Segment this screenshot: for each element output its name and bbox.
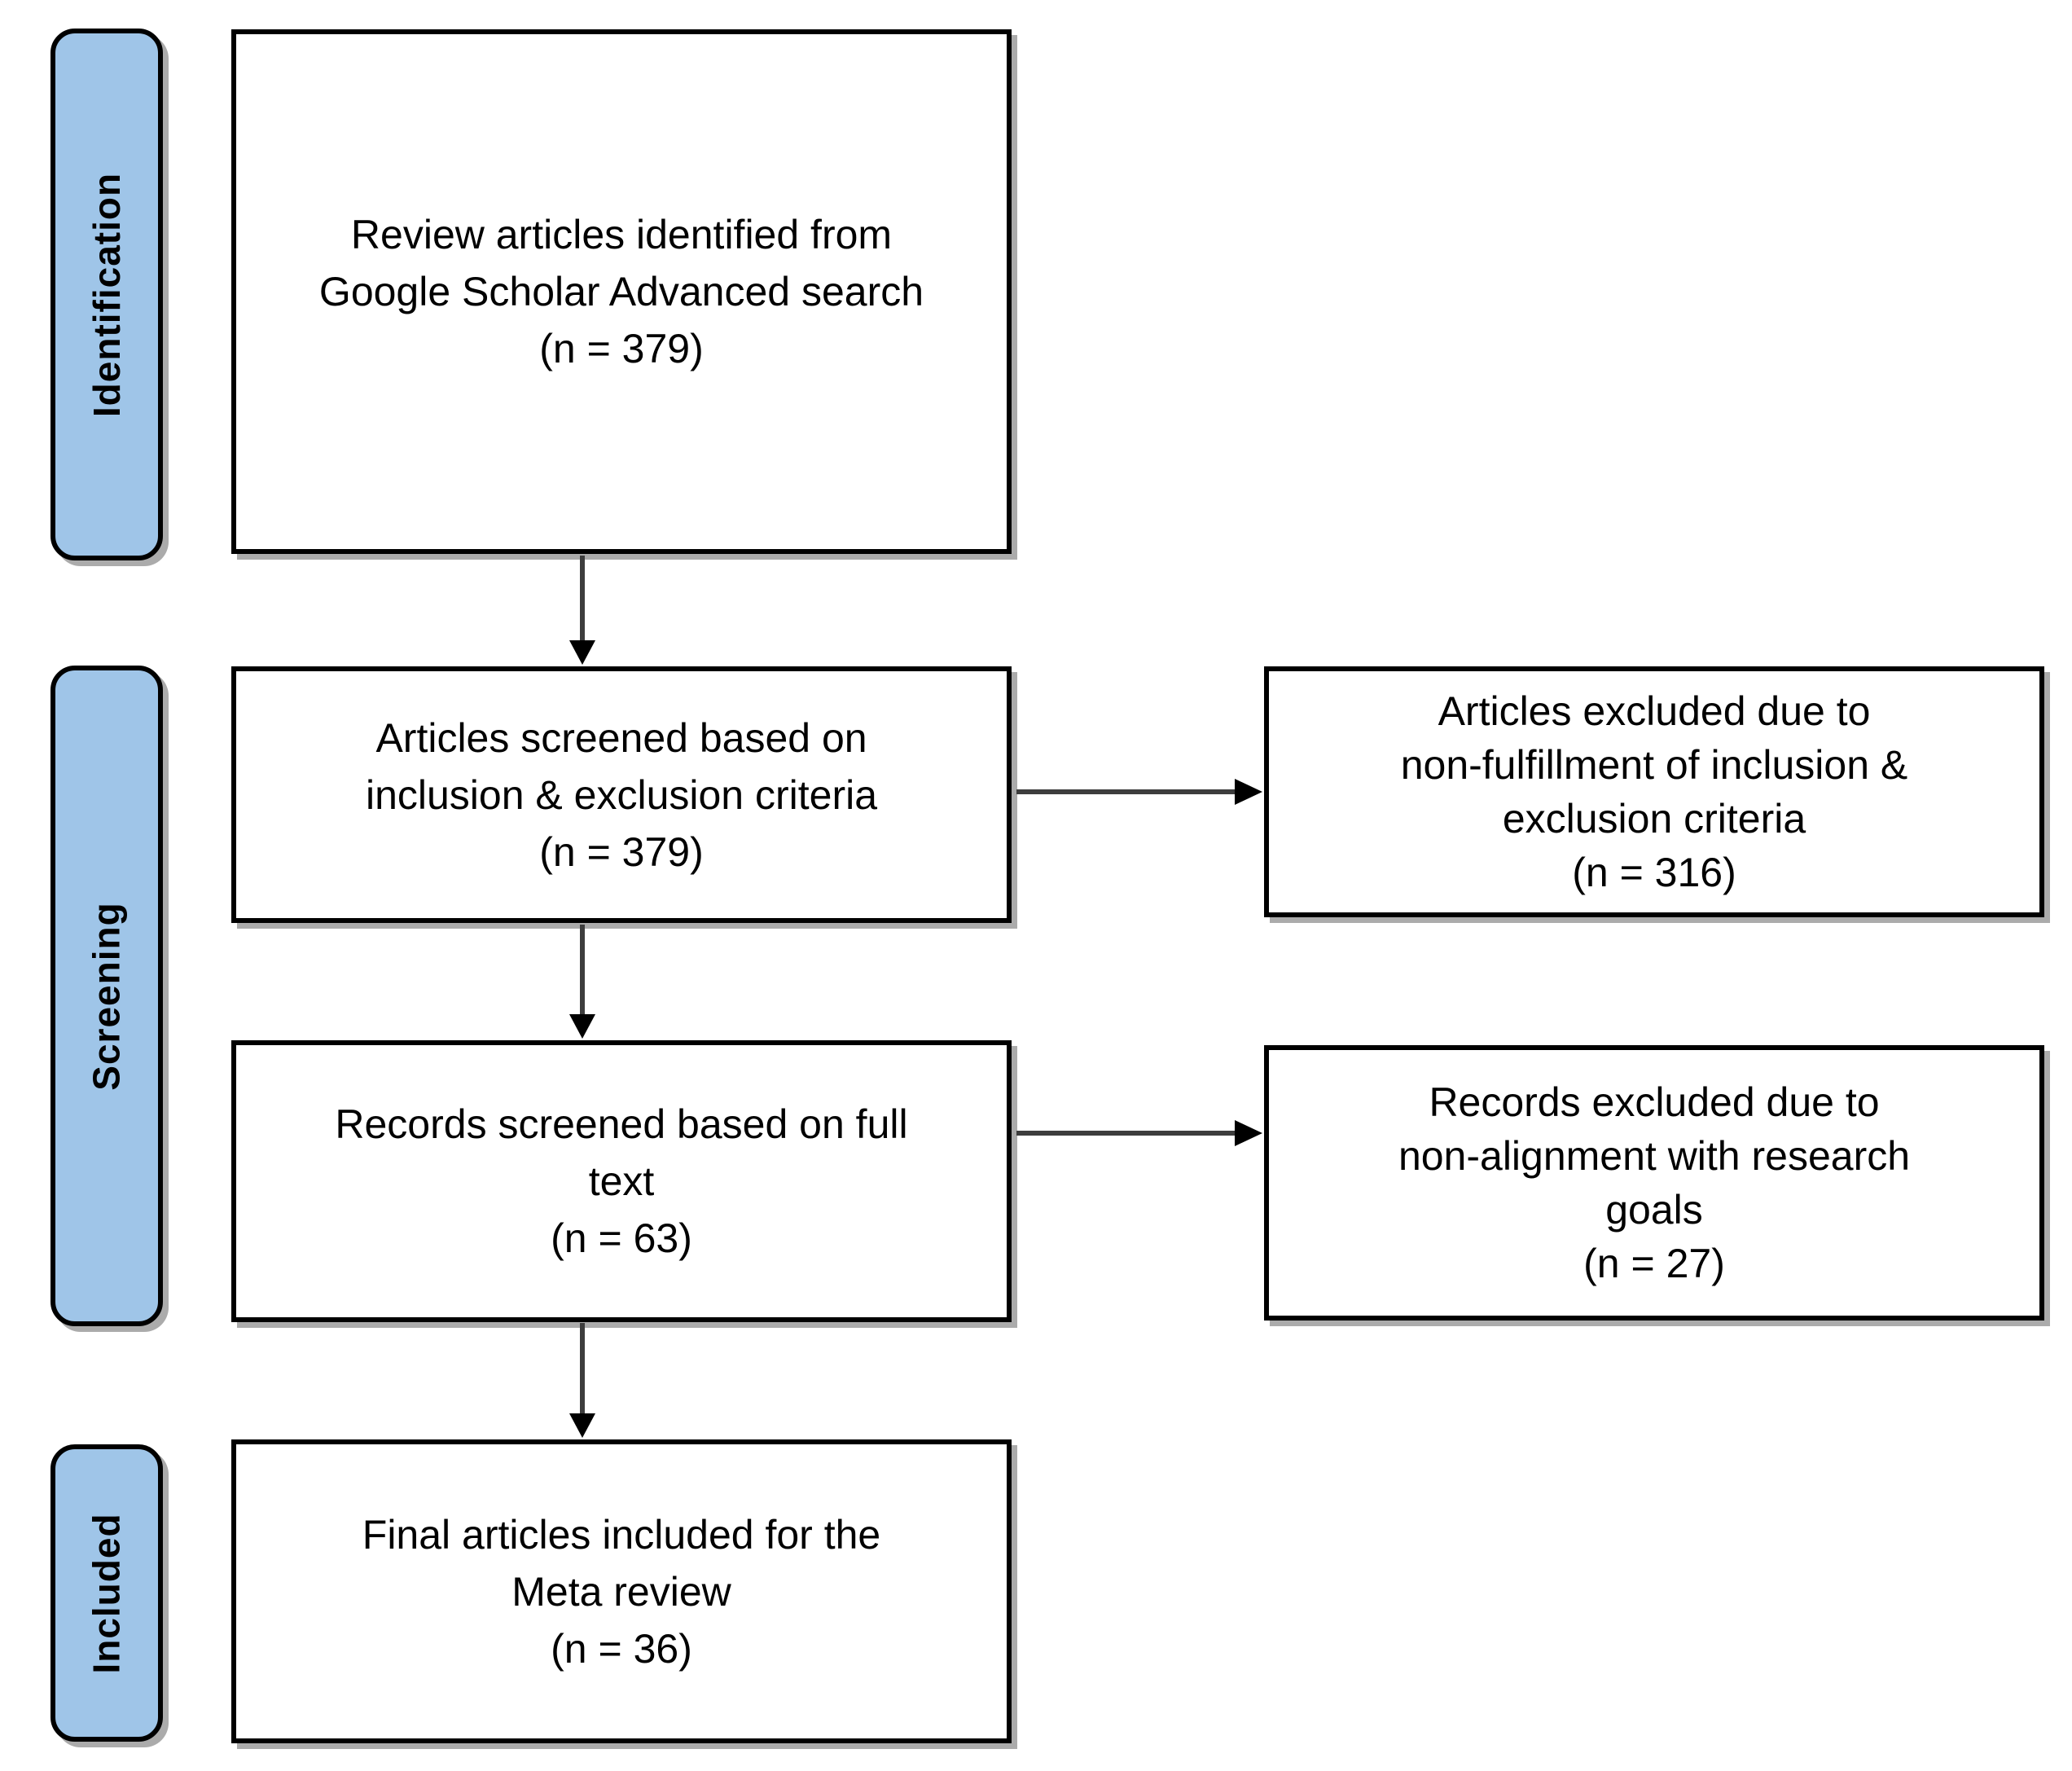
box-records-identified: Review articles identified from Google S… [231, 29, 1012, 554]
stage-label-included-text: Included [86, 1512, 128, 1674]
box-fulltext-screened-count: (n = 63) [551, 1215, 692, 1261]
arrow-screened-to-fulltext [568, 925, 596, 1039]
stage-label-identification-text: Identification [86, 172, 129, 417]
box-final-included-line1: Final articles included for the [362, 1511, 881, 1558]
box-articles-screened-line1: Articles screened based on [375, 714, 867, 761]
box-articles-screened-line2: inclusion & exclusion criteria [365, 771, 878, 818]
stage-label-identification: Identification [50, 29, 163, 560]
box-records-excluded-line3: goals [1605, 1187, 1703, 1233]
box-fulltext-screened-line2: text [588, 1158, 655, 1204]
box-articles-excluded-count: (n = 316) [1572, 850, 1736, 895]
box-articles-screened-count: (n = 379) [539, 828, 704, 875]
stage-label-screening-text: Screening [86, 901, 129, 1091]
box-records-excluded-count: (n = 27) [1583, 1241, 1725, 1286]
box-articles-excluded-line3: exclusion criteria [1502, 796, 1806, 842]
stage-label-screening: Screening [50, 666, 163, 1326]
arrow-fulltext-to-excluded [1016, 1120, 1262, 1146]
arrow-right-head-icon [1235, 779, 1262, 805]
arrow-screened-to-excluded [1016, 779, 1262, 805]
box-final-included: Final articles included for the Meta rev… [231, 1439, 1012, 1743]
box-fulltext-screened: Records screened based on full text (n =… [231, 1040, 1012, 1322]
arrow-fulltext-to-included [568, 1323, 596, 1438]
arrow-shaft [580, 1323, 585, 1415]
box-articles-excluded-line2: non-fulfillment of inclusion & [1400, 742, 1908, 788]
arrow-shaft [1016, 1131, 1236, 1136]
arrow-right-head-icon [1235, 1120, 1262, 1146]
box-records-excluded-line2: non-alignment with research [1398, 1133, 1911, 1179]
arrow-identified-to-screened [568, 556, 596, 665]
box-records-excluded-line1: Records excluded due to [1429, 1079, 1880, 1125]
arrow-down-head-icon [569, 640, 595, 665]
box-articles-excluded: Articles excluded due to non-fulfillment… [1264, 666, 2044, 917]
arrow-down-head-icon [569, 1413, 595, 1438]
box-articles-excluded-line1: Articles excluded due to [1438, 688, 1871, 734]
box-records-excluded: Records excluded due to non-alignment wi… [1264, 1045, 2044, 1321]
box-records-identified-count: (n = 379) [539, 326, 704, 371]
arrow-down-head-icon [569, 1014, 595, 1039]
box-records-identified-line2: Google Scholar Advanced search [318, 269, 924, 314]
arrow-shaft [1016, 789, 1236, 794]
box-final-included-line2: Meta review [511, 1568, 731, 1615]
box-records-identified-line1: Review articles identified from [350, 212, 893, 257]
arrow-shaft [580, 556, 585, 642]
box-fulltext-screened-line1: Records screened based on full [335, 1101, 908, 1147]
stage-label-included: Included [50, 1444, 163, 1742]
arrow-shaft [580, 925, 585, 1016]
box-articles-screened: Articles screened based on inclusion & e… [231, 666, 1012, 923]
box-final-included-count: (n = 36) [551, 1625, 692, 1672]
